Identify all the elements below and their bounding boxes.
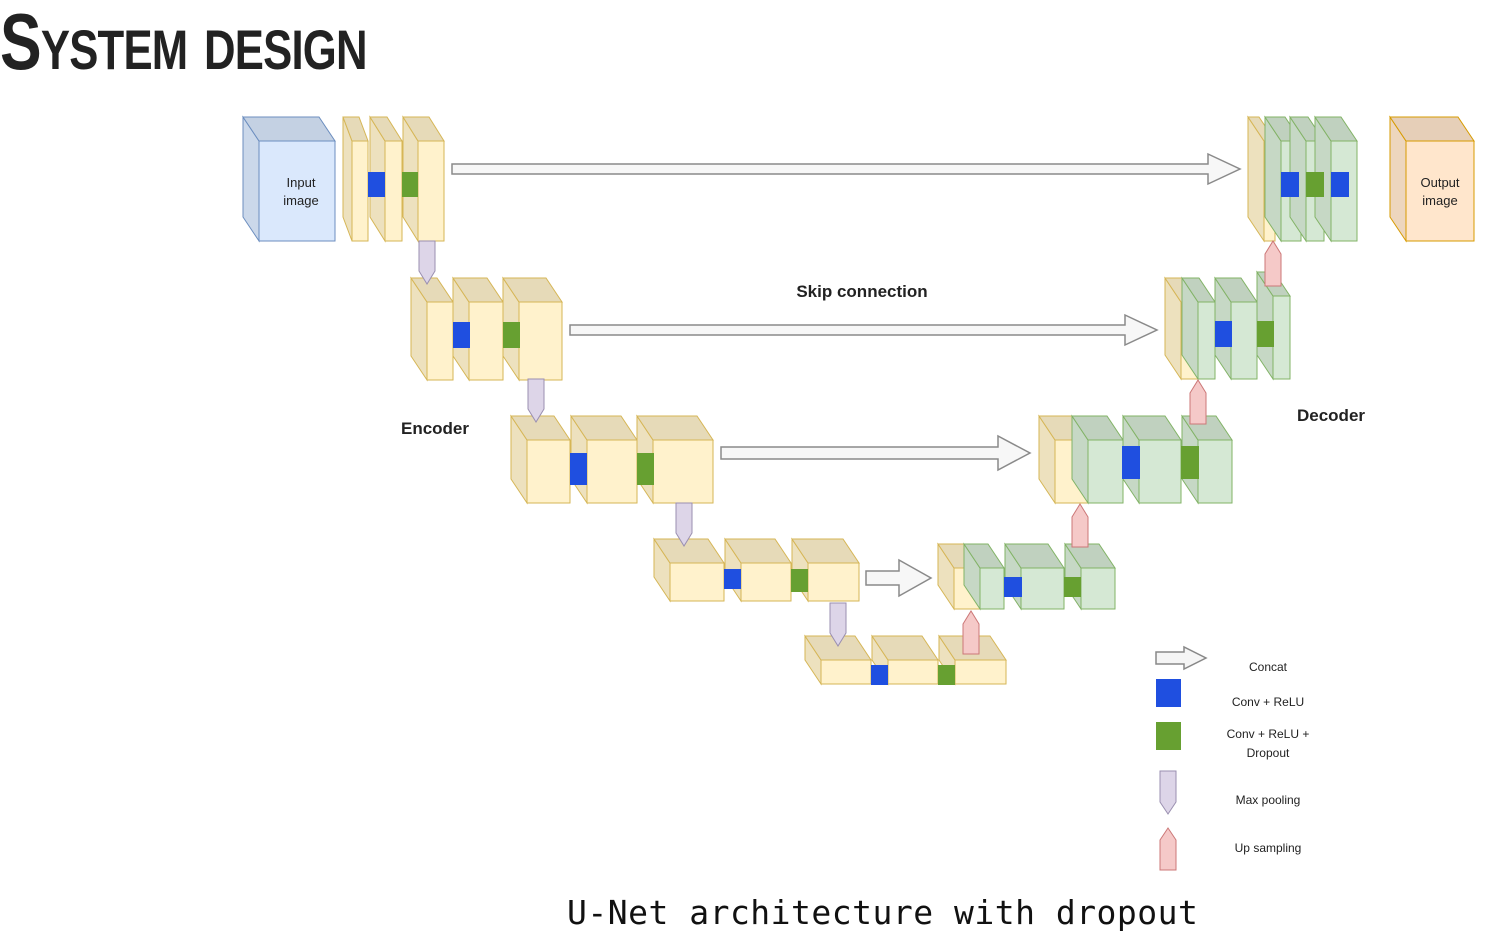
- dec1-conv-marker-b: [1331, 172, 1349, 197]
- skip-arrow-level3: [720, 434, 1032, 472]
- figure-caption: U-Net architecture with dropout: [567, 893, 1199, 932]
- dec4-block-a-front: [979, 567, 1005, 610]
- input-image-label-line2: image: [283, 193, 318, 208]
- input-image-block-front: [258, 140, 336, 242]
- dec1-conv-marker-a: [1281, 172, 1299, 197]
- upsample-arrow-1: [962, 610, 980, 655]
- dec3-block-b-front: [1138, 439, 1182, 504]
- output-image-block-front: [1405, 140, 1475, 242]
- dec4-conv-marker: [1004, 577, 1022, 597]
- dec2-dropout-marker: [1257, 321, 1274, 347]
- enc3-block-a-front: [526, 439, 571, 504]
- bottleneck-block-a: [804, 634, 872, 686]
- skip-connection-label: Skip connection: [796, 282, 927, 301]
- enc1-block-c-front: [417, 140, 445, 242]
- bottleneck-dropout-marker: [938, 665, 955, 685]
- dec4-block-b-front: [1020, 567, 1065, 610]
- enc3-block-c-front: [652, 439, 714, 504]
- legend-green-square: [1156, 722, 1181, 750]
- enc4-block-a: [653, 537, 725, 603]
- dec2-block-c-front: [1272, 295, 1291, 380]
- enc2-block-c-front: [518, 301, 563, 381]
- dec3-conv-marker: [1122, 446, 1140, 479]
- enc2-dropout-marker: [503, 322, 520, 348]
- enc2-block-b-front: [468, 301, 504, 381]
- bottleneck-block-b-front: [887, 659, 939, 685]
- dec2-block-a: [1181, 276, 1216, 381]
- upsample-arrow-4: [1264, 240, 1282, 287]
- enc4-block-b-front: [740, 562, 792, 602]
- maxpool-arrow-1: [418, 240, 436, 285]
- enc3-block-b-front: [586, 439, 638, 504]
- legend-blue-square: [1156, 679, 1181, 707]
- legend-label-conv-relu-dropout-line1: Conv + ReLU +: [1227, 727, 1310, 741]
- output-image-label-line2: image: [1422, 193, 1457, 208]
- dec3-block-b: [1122, 414, 1182, 505]
- enc1-dropout-marker: [402, 172, 418, 197]
- skip-arrow-level2: [569, 313, 1159, 347]
- enc2-conv-marker: [453, 322, 470, 348]
- enc3-block-a: [510, 414, 571, 505]
- dec2-conv-marker: [1215, 321, 1232, 347]
- enc4-dropout-marker: [791, 569, 808, 592]
- legend-up-arrow-icon: [1159, 827, 1177, 871]
- dec1-dropout-marker: [1306, 172, 1324, 197]
- enc3-conv-marker: [570, 453, 587, 485]
- legend-pool-arrow-down-icon: [1159, 770, 1177, 815]
- enc1-conv-marker: [368, 172, 385, 197]
- diagram-blocks: [242, 115, 1475, 686]
- dec3-block-a: [1071, 414, 1124, 505]
- enc1-block-a-front: [351, 140, 369, 242]
- legend: Concat Conv + ReLU Conv + ReLU + Dropout…: [1155, 645, 1310, 871]
- diagram-arrows: [418, 152, 1282, 655]
- output-image-block: [1389, 115, 1475, 243]
- enc4-block-a-front: [669, 562, 725, 602]
- dec2-block-b-front: [1230, 301, 1258, 380]
- bottleneck-block-c-front: [954, 659, 1007, 685]
- dec4-block-c-front: [1080, 567, 1116, 610]
- maxpool-arrow-4: [829, 602, 847, 647]
- enc1-block-b-front: [384, 140, 403, 242]
- diagram-labels: Input image Output image Skip connection…: [283, 175, 1460, 438]
- legend-label-concat: Concat: [1249, 660, 1288, 674]
- legend-arrow-right-icon: [1155, 645, 1208, 671]
- enc3-dropout-marker: [637, 453, 654, 485]
- legend-label-conv-relu: Conv + ReLU: [1232, 695, 1304, 709]
- enc1-block-a: [342, 116, 369, 242]
- maxpool-arrow-3: [675, 502, 693, 547]
- input-image-block-top: [242, 116, 336, 142]
- dec3-block-c-front: [1197, 439, 1233, 504]
- legend-label-up-sampling: Up sampling: [1235, 841, 1302, 855]
- input-image-label-line1: Input: [287, 175, 316, 190]
- dec4-block-b: [1004, 542, 1065, 611]
- skip-arrow-level1: [451, 152, 1242, 186]
- legend-label-conv-relu-dropout-line2: Dropout: [1247, 746, 1290, 760]
- upsample-arrow-3: [1189, 379, 1207, 425]
- dec4-dropout-marker: [1064, 577, 1081, 597]
- legend-label-max-pooling: Max pooling: [1236, 793, 1301, 807]
- dec3-block-a-front: [1087, 439, 1124, 504]
- dec2-block-a-front: [1197, 301, 1216, 380]
- enc4-block-c-front: [807, 562, 860, 602]
- dec3-dropout-marker: [1181, 446, 1199, 479]
- dec4-block-a: [963, 542, 1005, 611]
- maxpool-arrow-2: [527, 378, 545, 423]
- skip-arrow-level4: [865, 558, 933, 598]
- enc2-block-a-front: [426, 301, 454, 381]
- upsample-arrow-2: [1071, 503, 1089, 548]
- decoder-label: Decoder: [1297, 406, 1365, 425]
- input-image-block: [242, 115, 336, 243]
- enc4-conv-marker: [724, 569, 741, 589]
- slide-title: System design: [0, 0, 368, 86]
- bottleneck-conv-marker: [871, 665, 888, 685]
- dec4-block-c: [1064, 542, 1116, 611]
- encoder-label: Encoder: [401, 419, 469, 438]
- output-image-label-line1: Output: [1420, 175, 1459, 190]
- bottleneck-block-a-front: [820, 659, 872, 685]
- enc2-block-a: [410, 276, 454, 382]
